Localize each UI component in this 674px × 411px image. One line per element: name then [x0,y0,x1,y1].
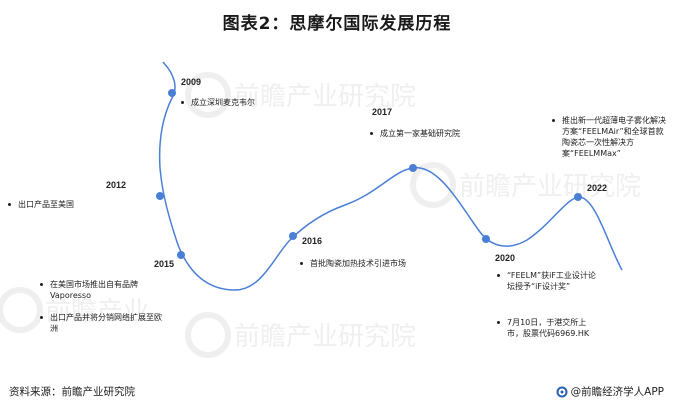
event-2020-1: “FEELM”获iF工业设计论坛授予“iF设计奖” [497,270,599,292]
year-label-2020: 2020 [495,253,516,263]
event-2012-1: 出口产品至美国 [8,199,128,210]
node-2022[interactable] [574,193,582,201]
year-label-2017: 2017 [372,107,393,117]
event-2015-1: 在美国市场推出自有品牌Vaporesso [40,279,168,301]
node-2016[interactable] [289,232,297,240]
brand-text: @前瞻经济学人APP [570,386,664,398]
event-2016-1: 首批陶瓷加热技术引进市场 [300,258,416,269]
event-2009-1: 成立深圳麦克韦尔 [181,97,311,108]
event-2020-2: 7月10日，于港交所上市，股票代码6969.HK [497,317,599,339]
year-label-2016: 2016 [302,236,323,246]
event-2015-2: 出口产品并将分销网络扩展至欧洲 [40,312,168,334]
node-2020[interactable] [482,235,490,243]
year-label-2022: 2022 [587,183,608,193]
event-2022-1: 推出新一代超薄电子雾化解决方案“FEELMAir”和全球首款陶瓷芯一次性解决方案… [552,115,666,159]
year-label-2012: 2012 [106,180,127,190]
node-2009[interactable] [168,89,176,97]
node-2012[interactable] [156,192,164,200]
qianzhan-logo-icon [556,386,568,397]
year-label-2009: 2009 [181,77,202,87]
event-2017-1: 成立第一家基础研究院 [370,128,520,139]
year-label-2015: 2015 [154,259,175,269]
page-title: 图表2：思摩尔国际发展历程 [222,14,452,34]
node-2015[interactable] [177,251,185,259]
timeline-path [158,61,623,291]
brand-credit: @前瞻经济学人APP [556,384,664,399]
node-2017[interactable] [409,164,417,172]
source-note: 资料来源：前瞻产业研究院 [9,386,135,398]
